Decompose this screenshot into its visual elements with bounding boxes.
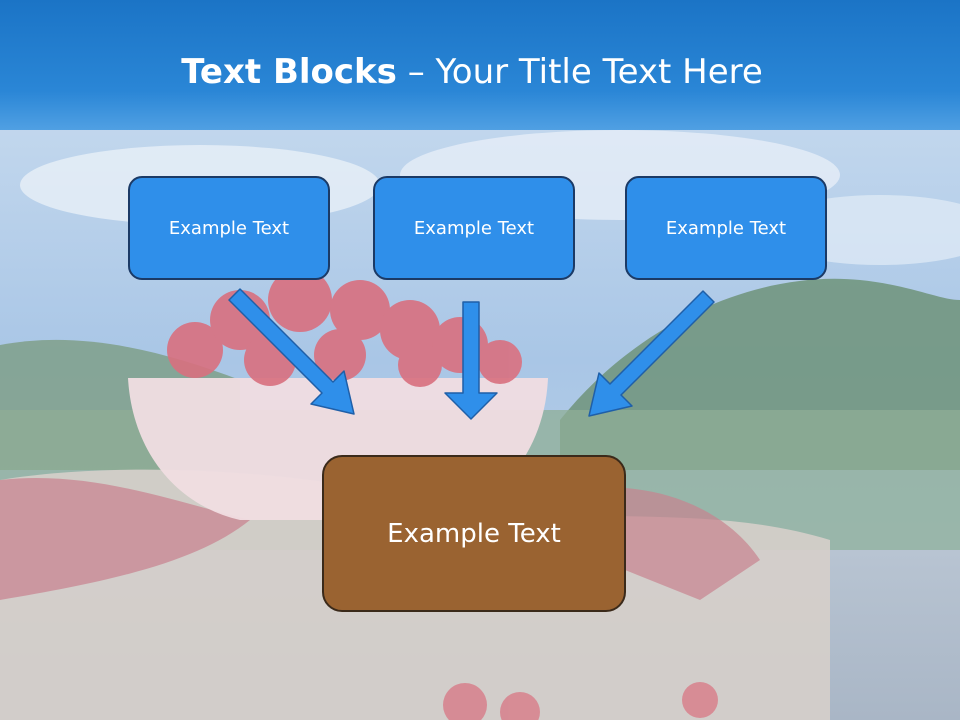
title-bold: Text Blocks: [181, 52, 397, 92]
text-block-2-label: Example Text: [413, 217, 535, 239]
target-block[interactable]: Example Text: [322, 455, 626, 612]
text-block-2[interactable]: Example Text: [373, 176, 575, 280]
title-bar: [0, 0, 960, 130]
target-block-label: Example Text: [387, 518, 561, 549]
text-block-3-label: Example Text: [665, 217, 787, 239]
text-block-3[interactable]: Example Text: [625, 176, 827, 280]
title-separator: –: [396, 52, 436, 92]
text-block-1[interactable]: Example Text: [128, 176, 330, 280]
title-light: Your Title Text Here: [435, 52, 763, 92]
slide-title: Text Blocks – Your Title Text Here: [0, 52, 944, 92]
text-block-1-label: Example Text: [168, 217, 290, 239]
